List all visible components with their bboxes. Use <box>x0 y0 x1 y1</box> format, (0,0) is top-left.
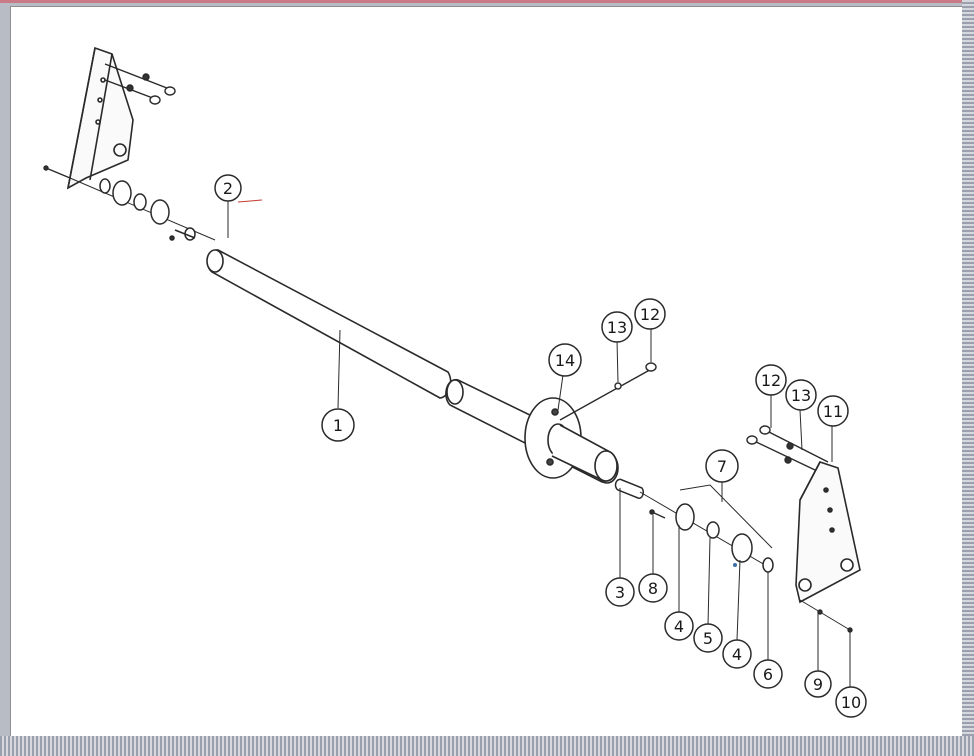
right-bearing-stack <box>649 484 774 573</box>
tube-hub-flange <box>524 397 618 482</box>
callout-11: 11 <box>817 395 849 427</box>
callouts: 1 2 3 8 4 5 4 6 7 9 10 11 12 13 12 13 14 <box>214 174 867 718</box>
callout-4-second: 4 <box>722 639 752 669</box>
drawing-sheet <box>10 6 964 738</box>
svg-text:5: 5 <box>703 629 713 648</box>
callout-14: 14 <box>548 343 582 377</box>
callout-6: 6 <box>753 659 783 689</box>
callout-12-right: 12 <box>755 364 787 396</box>
svg-text:13: 13 <box>791 386 811 405</box>
callout-5: 5 <box>693 623 723 653</box>
callout-1: 1 <box>321 408 355 442</box>
svg-text:14: 14 <box>555 351 575 370</box>
frame-bottom-hatch <box>0 736 974 756</box>
callout-3: 3 <box>605 577 635 607</box>
svg-text:7: 7 <box>717 457 727 476</box>
callout-7: 7 <box>705 449 739 483</box>
callout-13-hub: 13 <box>601 311 633 343</box>
callout-13-right: 13 <box>785 379 817 411</box>
frame-top-edge <box>0 0 974 3</box>
svg-text:1: 1 <box>333 416 343 435</box>
callout-2: 2 <box>214 174 242 202</box>
svg-text:4: 4 <box>674 617 684 636</box>
svg-text:12: 12 <box>640 305 660 324</box>
left-bearing-stack <box>69 177 216 241</box>
hub-screw-washer <box>559 362 657 421</box>
svg-text:2: 2 <box>223 179 233 198</box>
callout-4-first: 4 <box>664 611 694 641</box>
left-bracket <box>66 46 134 190</box>
right-bolts <box>746 425 853 633</box>
leader-lines <box>227 199 851 688</box>
svg-text:8: 8 <box>648 579 658 598</box>
svg-text:9: 9 <box>813 675 823 694</box>
callout-12-hub: 12 <box>634 298 666 330</box>
left-bolts <box>43 63 176 179</box>
callout-10: 10 <box>835 686 867 718</box>
callout-8: 8 <box>638 573 668 603</box>
svg-text:4: 4 <box>732 645 742 664</box>
right-bracket <box>795 461 861 604</box>
svg-text:10: 10 <box>841 693 861 712</box>
svg-text:3: 3 <box>615 583 625 602</box>
callout-9: 9 <box>804 670 832 698</box>
frame-right-hatch <box>962 0 974 756</box>
svg-text:12: 12 <box>761 371 781 390</box>
svg-text:13: 13 <box>607 318 627 337</box>
svg-text:6: 6 <box>763 665 773 684</box>
svg-text:11: 11 <box>823 402 843 421</box>
